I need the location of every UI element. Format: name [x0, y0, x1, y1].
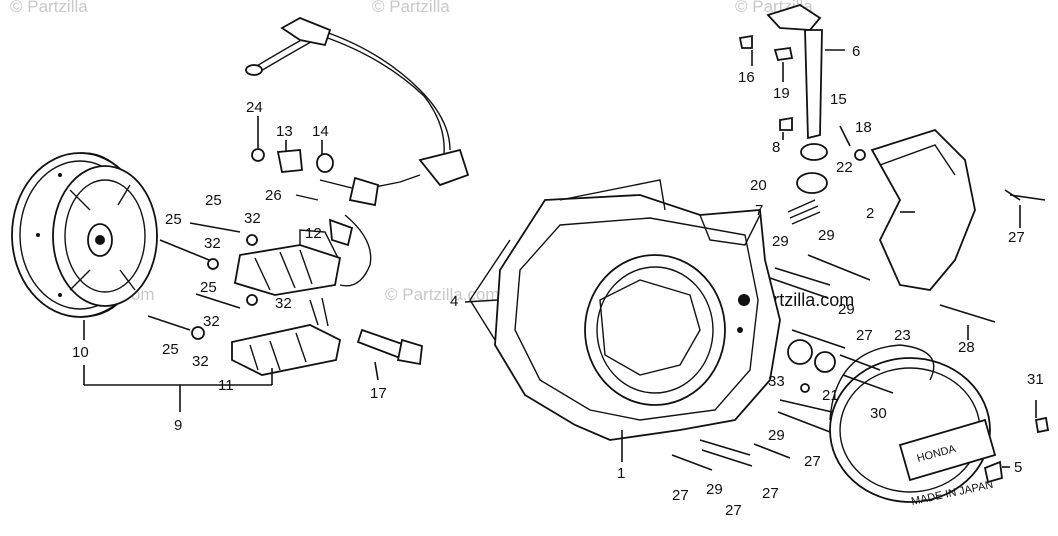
callout-27-d: 27	[762, 485, 779, 502]
callout-26: 26	[265, 187, 282, 204]
callout-11: 11	[218, 377, 234, 394]
callout-9: 9	[174, 417, 182, 434]
callout-18: 18	[855, 119, 872, 136]
callout-27-b: 27	[856, 327, 873, 344]
callout-10: 10	[72, 344, 89, 361]
callouts: 1 2 4 5 6 7 8 9 10 11 12 13 14 15 16 17 …	[72, 43, 1044, 519]
callout-14: 14	[312, 123, 329, 140]
callout-23: 23	[894, 327, 911, 344]
callout-25-d: 25	[162, 341, 179, 358]
cover-gasket	[829, 344, 935, 421]
callout-20: 20	[750, 177, 767, 194]
clutch-cover: HONDA MADE IN JAPAN	[829, 357, 1003, 508]
callout-4: 4	[450, 293, 458, 310]
callout-21: 21	[822, 387, 839, 404]
leader-lines	[83, 49, 1037, 468]
side-cover	[870, 128, 976, 291]
callout-22: 22	[836, 159, 853, 176]
callout-30: 30	[870, 405, 887, 422]
callout-29-e: 29	[706, 481, 723, 498]
flywheel-rotor	[11, 152, 158, 318]
gasket	[469, 179, 666, 341]
watermark-top-mid: © Partzilla	[372, 0, 450, 16]
grommet-parts	[251, 148, 354, 247]
callout-32-e: 32	[192, 353, 209, 370]
callout-25-c: 25	[200, 279, 217, 296]
callout-15: 15	[830, 91, 847, 108]
callout-27-c: 27	[804, 453, 821, 470]
callout-2: 2	[866, 205, 874, 222]
callout-29-d: 29	[768, 427, 785, 444]
callout-8: 8	[772, 139, 780, 156]
callout-32-d: 32	[203, 313, 220, 330]
callout-6: 6	[852, 43, 860, 60]
wire-harness	[245, 17, 470, 287]
pulser-coil	[233, 229, 342, 296]
callout-32-a: 32	[244, 210, 261, 227]
callout-25-b: 25	[165, 211, 182, 228]
crankcase-cover	[494, 194, 781, 441]
callout-32-c: 32	[275, 295, 292, 312]
callout-29-a: 29	[772, 233, 789, 250]
callout-27-e: 27	[672, 487, 689, 504]
callout-27-a: 27	[1008, 229, 1025, 246]
callout-19: 19	[773, 85, 790, 102]
callout-24: 24	[246, 99, 263, 116]
callout-17: 17	[370, 385, 387, 402]
callout-32-b: 32	[204, 235, 221, 252]
callout-16: 16	[738, 69, 755, 86]
kickstarter-shaft	[738, 4, 866, 225]
case-bolts	[671, 189, 1050, 471]
callout-12: 12	[305, 225, 322, 242]
bolt-17	[356, 328, 423, 366]
exciter-coil	[231, 297, 342, 376]
callout-29-b: 29	[818, 227, 835, 244]
callout-33: 33	[768, 373, 785, 390]
callout-29-c: 29	[838, 301, 855, 318]
callout-31: 31	[1027, 371, 1044, 388]
stator-bolts	[147, 222, 258, 340]
callout-25-a: 25	[205, 192, 222, 209]
callout-13: 13	[276, 123, 293, 140]
callout-27-f: 27	[725, 502, 742, 519]
callout-28: 28	[958, 339, 975, 356]
callout-7: 7	[755, 202, 763, 219]
callout-5: 5	[1014, 459, 1022, 476]
watermark-top-left: © Partzilla	[10, 0, 88, 16]
callout-1: 1	[617, 465, 625, 482]
